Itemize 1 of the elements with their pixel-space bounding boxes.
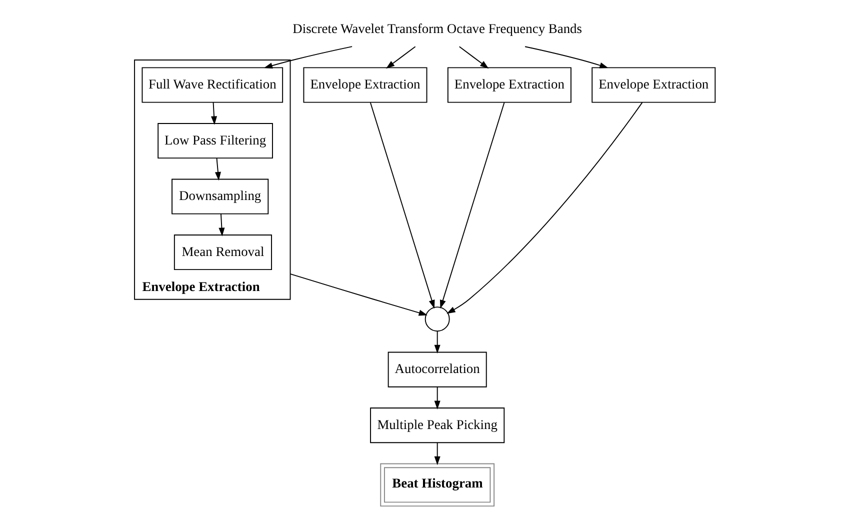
node-text: Discrete Wavelet Transform Octave Frequency Bands bbox=[292, 20, 582, 36]
